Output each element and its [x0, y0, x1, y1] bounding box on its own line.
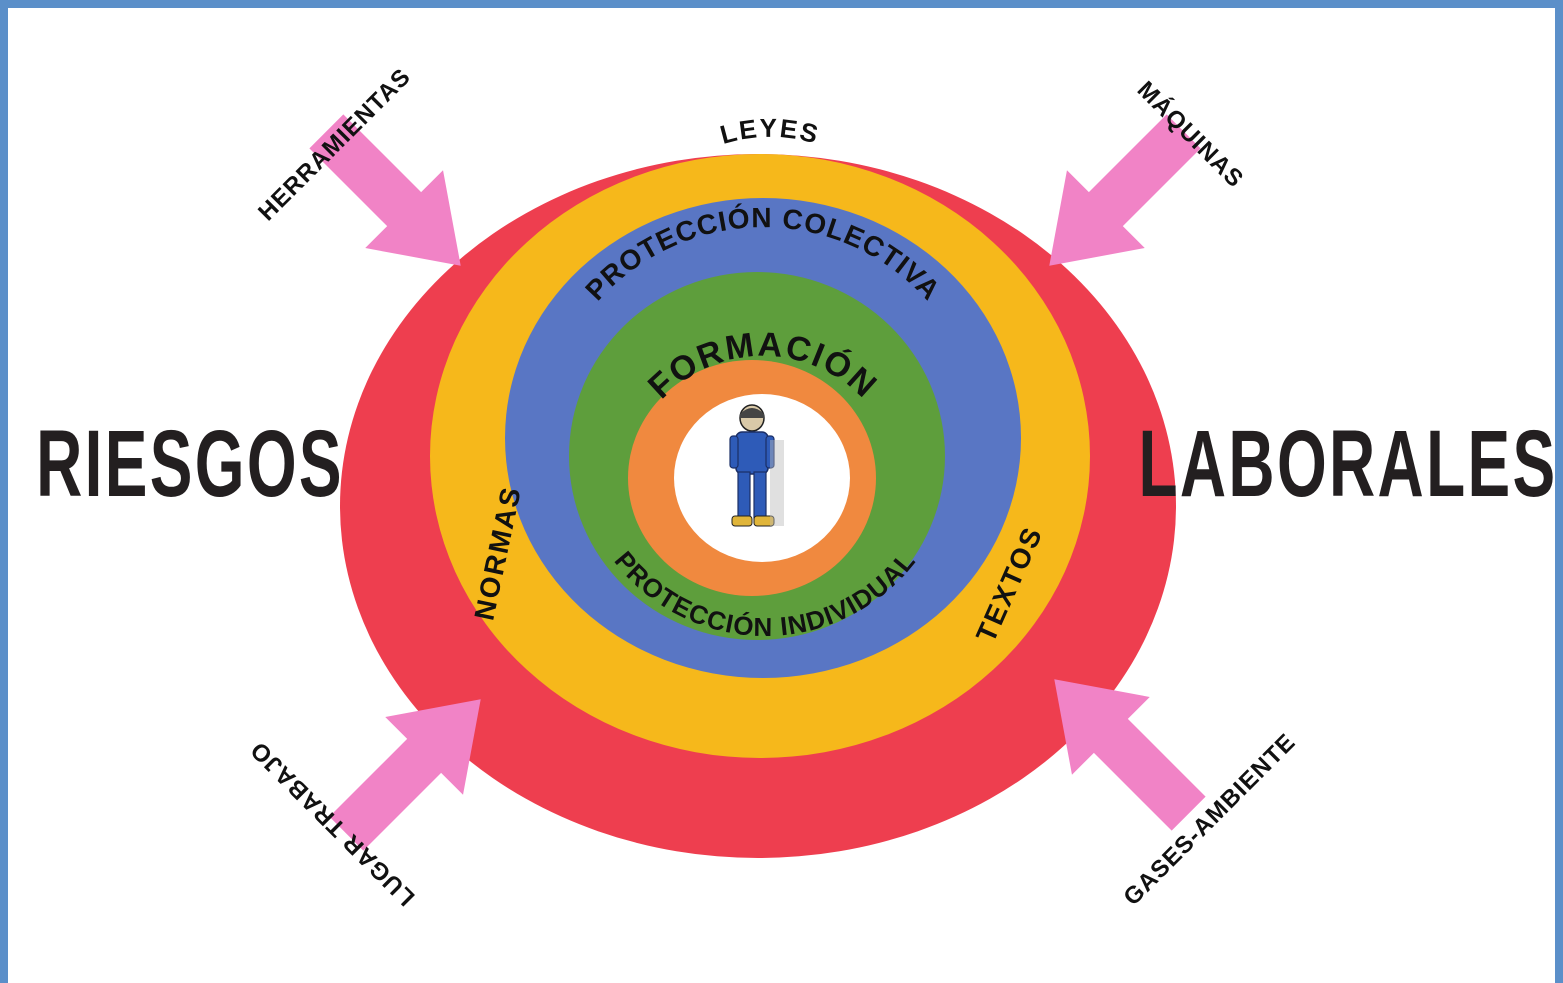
title-riesgos: RIESGOS: [36, 412, 344, 517]
arrow-maquinas: [1049, 114, 1201, 266]
arrow-gases-ambiente: [1054, 679, 1206, 831]
worker-icon: [729, 404, 784, 527]
arrow-lugar-trabajo: [329, 699, 481, 851]
arrow-herramientas: [309, 114, 461, 266]
title-laborales: LABORALES: [1139, 412, 1558, 517]
